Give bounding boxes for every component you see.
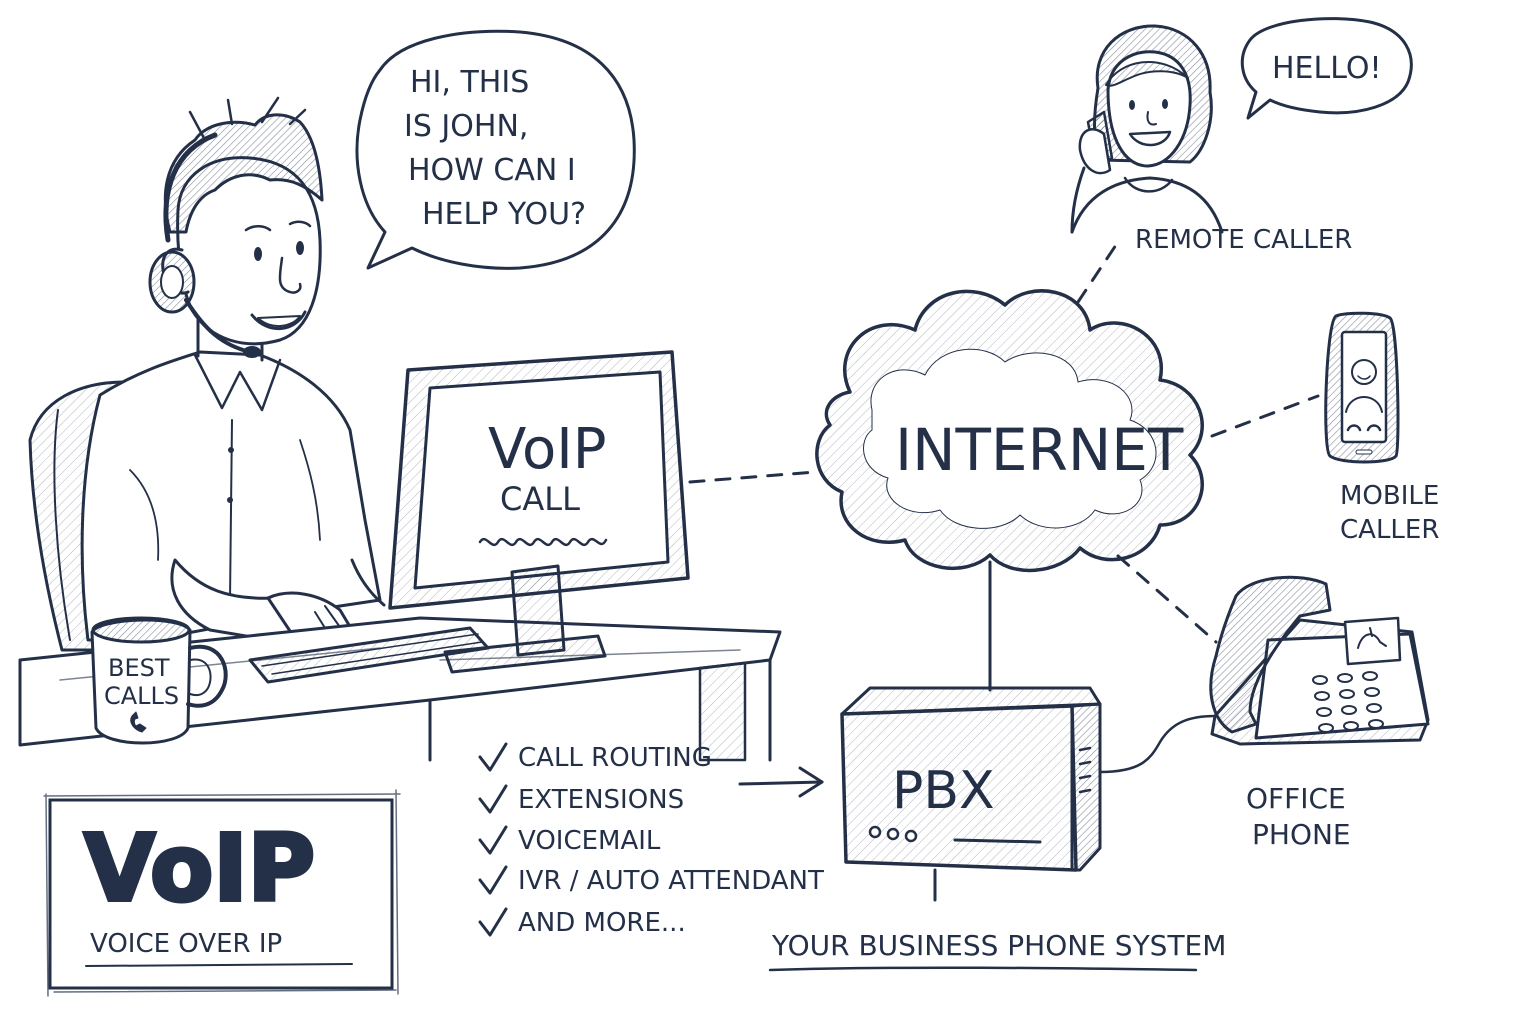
speech-line-3: HOW CAN I — [408, 153, 576, 188]
svg-text:AND MORE...: AND MORE... — [518, 908, 686, 938]
speech-line-4: HELP YOU? — [422, 197, 586, 232]
agent-speech-bubble: HI, THIS IS JOHN, HOW CAN I HELP YOU? — [355, 29, 636, 270]
mug-line-1: BEST — [108, 654, 170, 682]
mug-line-2: CALLS — [104, 682, 179, 710]
connection-lines — [688, 240, 1320, 774]
remote-speech-text: HELLO! — [1272, 51, 1382, 86]
status-light — [868, 825, 882, 839]
office-phone-link — [1116, 554, 1218, 644]
feature-item: EXTENSIONS — [478, 784, 684, 815]
office-phone-line-2: PHONE — [1252, 818, 1351, 851]
status-light — [904, 829, 918, 843]
pbx-caption: YOUR BUSINESS PHONE SYSTEM — [771, 929, 1226, 962]
svg-text:IVR / AUTO ATTENDANT: IVR / AUTO ATTENDANT — [518, 866, 824, 896]
speech-line-1: HI, THIS — [410, 65, 529, 100]
svg-text:CALL ROUTING: CALL ROUTING — [518, 743, 712, 773]
phone-screen — [1343, 616, 1402, 666]
office-phone-line-1: OFFICE — [1246, 782, 1346, 815]
mobile-caller-line-1: MOBILE — [1340, 481, 1439, 511]
remote-caller-label: REMOTE CALLER — [1135, 225, 1352, 255]
handset-icon — [1209, 575, 1332, 734]
remote-speech-bubble: HELLO! — [1240, 17, 1413, 120]
feature-item: VOICEMAIL — [478, 825, 661, 856]
mobile-phone: MOBILE CALLER — [1324, 311, 1439, 545]
svg-text:EXTENSIONS: EXTENSIONS — [518, 785, 684, 815]
check-icon — [478, 865, 508, 895]
pbx-box: PBX YOUR BUSINESS PHONE SYSTEM — [768, 686, 1226, 972]
coffee-mug: BEST CALLS — [90, 616, 228, 745]
arrow-icon — [738, 780, 824, 786]
cloud-label: INTERNET — [895, 416, 1184, 484]
check-icon — [478, 825, 508, 855]
agent-john — [80, 96, 386, 652]
feature-list: CALL ROUTING EXTENSIONS VOICEMAIL IVR / … — [478, 742, 824, 938]
voip-logo: VoIP VOICE OVER IP — [43, 789, 401, 997]
internet-cloud: INTERNET — [815, 289, 1204, 573]
office-desk-phone: OFFICE PHONE — [1209, 575, 1430, 851]
monitor-subtitle: CALL — [500, 480, 580, 518]
pbx-phone-cable — [1098, 714, 1217, 774]
mobile-caller-link — [1210, 394, 1320, 438]
phone-icon — [130, 711, 147, 733]
contact-avatar-icon — [1351, 359, 1377, 385]
feature-item: IVR / AUTO ATTENDANT — [478, 865, 824, 896]
check-icon — [478, 742, 508, 772]
monitor-title: VoIP — [488, 417, 607, 482]
logo-title: VoIP — [84, 815, 315, 922]
check-icon — [478, 907, 508, 937]
monitor-internet-link — [688, 470, 817, 484]
computer-monitor: VoIP CALL — [388, 350, 690, 674]
remote-caller-link — [1076, 240, 1120, 304]
keypad-icon — [1312, 671, 1384, 733]
feature-item: AND MORE... — [478, 907, 686, 938]
audio-wave-icon — [478, 537, 608, 547]
check-icon — [478, 784, 508, 814]
logo-subtitle: VOICE OVER IP — [90, 929, 282, 959]
mobile-caller-line-2: CALLER — [1340, 515, 1439, 545]
svg-text:VOICEMAIL: VOICEMAIL — [518, 826, 661, 856]
pbx-label: PBX — [892, 761, 995, 821]
remote-caller: REMOTE CALLER — [1070, 24, 1352, 255]
speech-line-2: IS JOHN, — [404, 109, 528, 144]
call-buttons-icon — [1346, 424, 1382, 432]
status-light — [886, 827, 900, 841]
feature-item: CALL ROUTING — [478, 742, 712, 773]
